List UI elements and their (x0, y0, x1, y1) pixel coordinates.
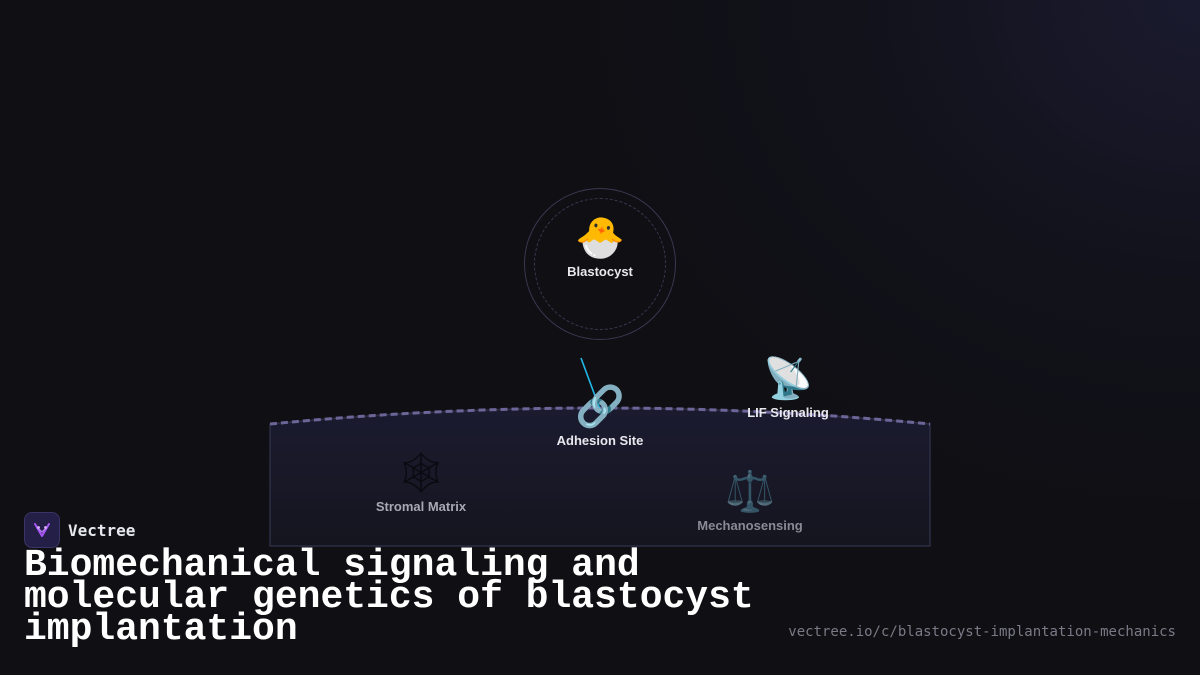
blastocyst-outer-ring (524, 188, 676, 340)
satellite-antenna-icon: 📡 (763, 357, 813, 401)
page-title: Biomechanical signaling and molecular ge… (24, 544, 754, 651)
node-adhesion-site[interactable]: 🔗 Adhesion Site (557, 385, 644, 448)
node-lif-signaling-label: LIF Signaling (747, 405, 829, 420)
spider-web-icon: 🕸 (395, 451, 447, 495)
vectree-logo-icon (24, 512, 60, 548)
edge-blastocyst-adhesion (580, 357, 602, 413)
node-mechanosensing[interactable]: ⚖️ Mechanosensing (697, 470, 802, 533)
blastocyst-inner-ring (534, 198, 666, 330)
node-blastocyst-label: Blastocyst (567, 264, 633, 279)
node-blastocyst[interactable]: 🐣 Blastocyst (567, 216, 633, 279)
node-lif-signaling[interactable]: 📡 LIF Signaling (747, 357, 829, 420)
node-stromal-matrix[interactable]: 🕸 Stromal Matrix (376, 451, 466, 514)
node-stromal-matrix-label: Stromal Matrix (375, 499, 467, 514)
brand[interactable]: Vectree (24, 512, 135, 548)
page-url[interactable]: vectree.io/c/blastocyst-implantation-mec… (788, 624, 1176, 640)
brand-name: Vectree (68, 520, 136, 540)
node-mechanosensing-label: Mechanosensing (697, 518, 803, 533)
hatching-chick-icon: 🐣 (575, 216, 625, 260)
link-icon: 🔗 (575, 385, 625, 429)
node-adhesion-site-label: Adhesion Site (556, 433, 644, 448)
balance-scale-icon: ⚖️ (725, 470, 775, 514)
